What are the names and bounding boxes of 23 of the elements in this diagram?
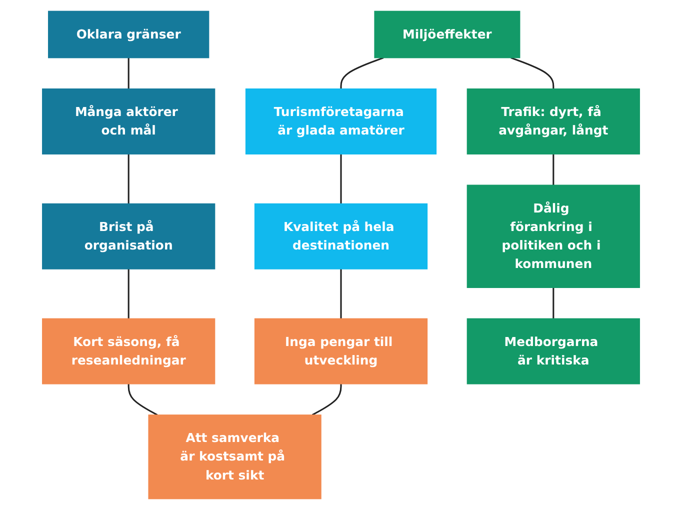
- connector: [552, 154, 554, 185]
- connector: [552, 287, 554, 318]
- node-box: Inga pengar till utveckling: [254, 318, 428, 384]
- connector: [340, 154, 342, 204]
- node-box: Brist på organisation: [42, 202, 216, 269]
- connector: [128, 154, 130, 204]
- node-box: Miljöeffekter: [374, 10, 520, 58]
- node-box: Kort säsong, få reseanledningar: [42, 318, 216, 384]
- connector: [128, 57, 130, 88]
- connector: [128, 383, 158, 416]
- node-box: Medborgarna är kritiska: [466, 318, 640, 384]
- node-box: Kvalitet på hela destinationen: [254, 202, 428, 269]
- node-box: Många aktörer och mål: [42, 88, 216, 154]
- connector: [312, 383, 342, 416]
- connector: [128, 268, 130, 318]
- node-box: Turismföretagarna är glada amatörer: [245, 88, 437, 154]
- connector: [340, 56, 384, 88]
- node-box: Att samverka är kostsamt på kort sikt: [148, 414, 322, 499]
- node-box: Dålig förankring i politiken och i kommunen: [466, 184, 640, 288]
- node-box: Oklara gränser: [48, 10, 210, 58]
- node-box: Trafik: dyrt, få avgångar, långt: [466, 88, 640, 154]
- connector: [510, 56, 554, 88]
- connector: [340, 268, 342, 318]
